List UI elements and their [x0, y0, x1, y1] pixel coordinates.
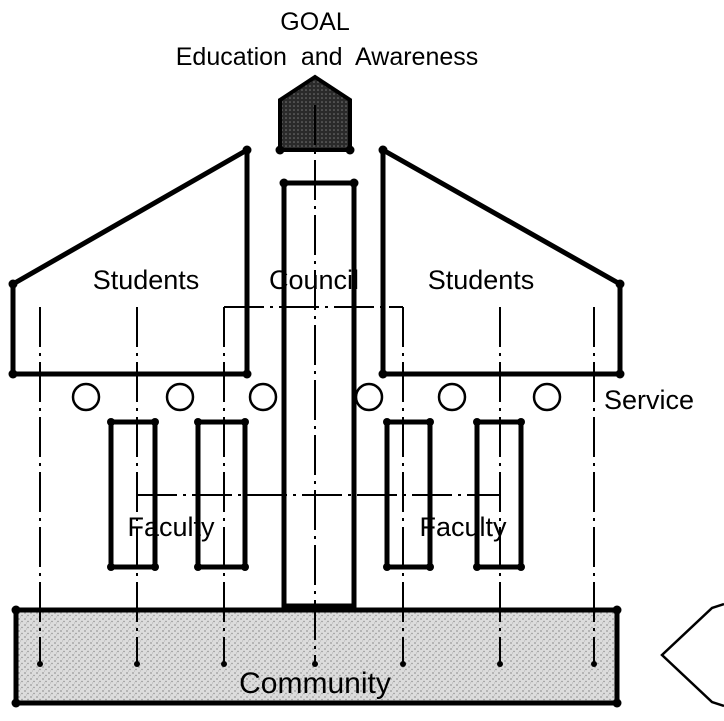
junction-dot — [8, 279, 18, 289]
junction-dot — [378, 145, 388, 155]
faculty-right-label: Faculty — [419, 512, 507, 542]
service-circles — [71, 382, 562, 412]
junction-dot — [612, 605, 622, 615]
junction-dot — [107, 418, 115, 426]
junction-dot — [517, 418, 525, 426]
junction-dot — [426, 418, 434, 426]
junction-dot — [378, 369, 388, 379]
junction-dot — [8, 369, 18, 379]
junction-dot — [241, 563, 249, 571]
junction-dot — [400, 661, 406, 667]
junction-dot — [497, 661, 503, 667]
junction-dot — [615, 369, 625, 379]
council-label: Council — [269, 265, 359, 295]
junction-dot — [383, 563, 391, 571]
junction-dot — [221, 661, 227, 667]
junction-dot — [473, 563, 481, 571]
junction-dot — [426, 563, 434, 571]
community-foundation — [13, 607, 620, 706]
partial-arrow-shape — [660, 602, 724, 708]
junction-dot — [517, 563, 525, 571]
junction-dot — [473, 418, 481, 426]
junction-dot — [151, 418, 159, 426]
junction-dot — [242, 145, 252, 155]
goal-subheading: Education and Awareness — [176, 43, 479, 71]
service-circle — [532, 382, 562, 412]
junction-dot — [612, 698, 622, 708]
junction-dot — [349, 178, 359, 188]
junction-dot — [151, 563, 159, 571]
junction-dot — [11, 605, 21, 615]
junction-dots — [8, 145, 625, 708]
junction-dot — [242, 369, 252, 379]
faculty-left-label: Faculty — [127, 512, 215, 542]
service-circle — [165, 382, 195, 412]
right-wing-outline — [380, 147, 623, 377]
junction-dot — [591, 661, 597, 667]
students-left-label: Students — [93, 265, 200, 295]
junction-dot — [312, 661, 318, 667]
service-circle — [71, 382, 101, 412]
junction-dot — [383, 418, 391, 426]
central-tower — [281, 180, 357, 609]
community-label: Community — [239, 667, 391, 700]
goal-heading: GOAL — [280, 8, 350, 36]
junction-dot — [615, 279, 625, 289]
junction-dot — [194, 563, 202, 571]
left-wing-outline — [10, 147, 250, 377]
service-circle — [437, 382, 467, 412]
junction-dot — [279, 178, 289, 188]
junction-dot — [134, 661, 140, 667]
junction-dot — [37, 661, 43, 667]
junction-dot — [241, 418, 249, 426]
service-label: Service — [604, 385, 694, 415]
junction-dot — [107, 563, 115, 571]
junction-dot — [194, 418, 202, 426]
junction-dot — [11, 698, 21, 708]
junction-dot — [345, 145, 355, 155]
vertical-connectors — [39, 105, 595, 665]
students-right-label: Students — [428, 265, 535, 295]
service-circle — [354, 382, 384, 412]
junction-dot — [275, 145, 285, 155]
service-circle — [248, 382, 278, 412]
